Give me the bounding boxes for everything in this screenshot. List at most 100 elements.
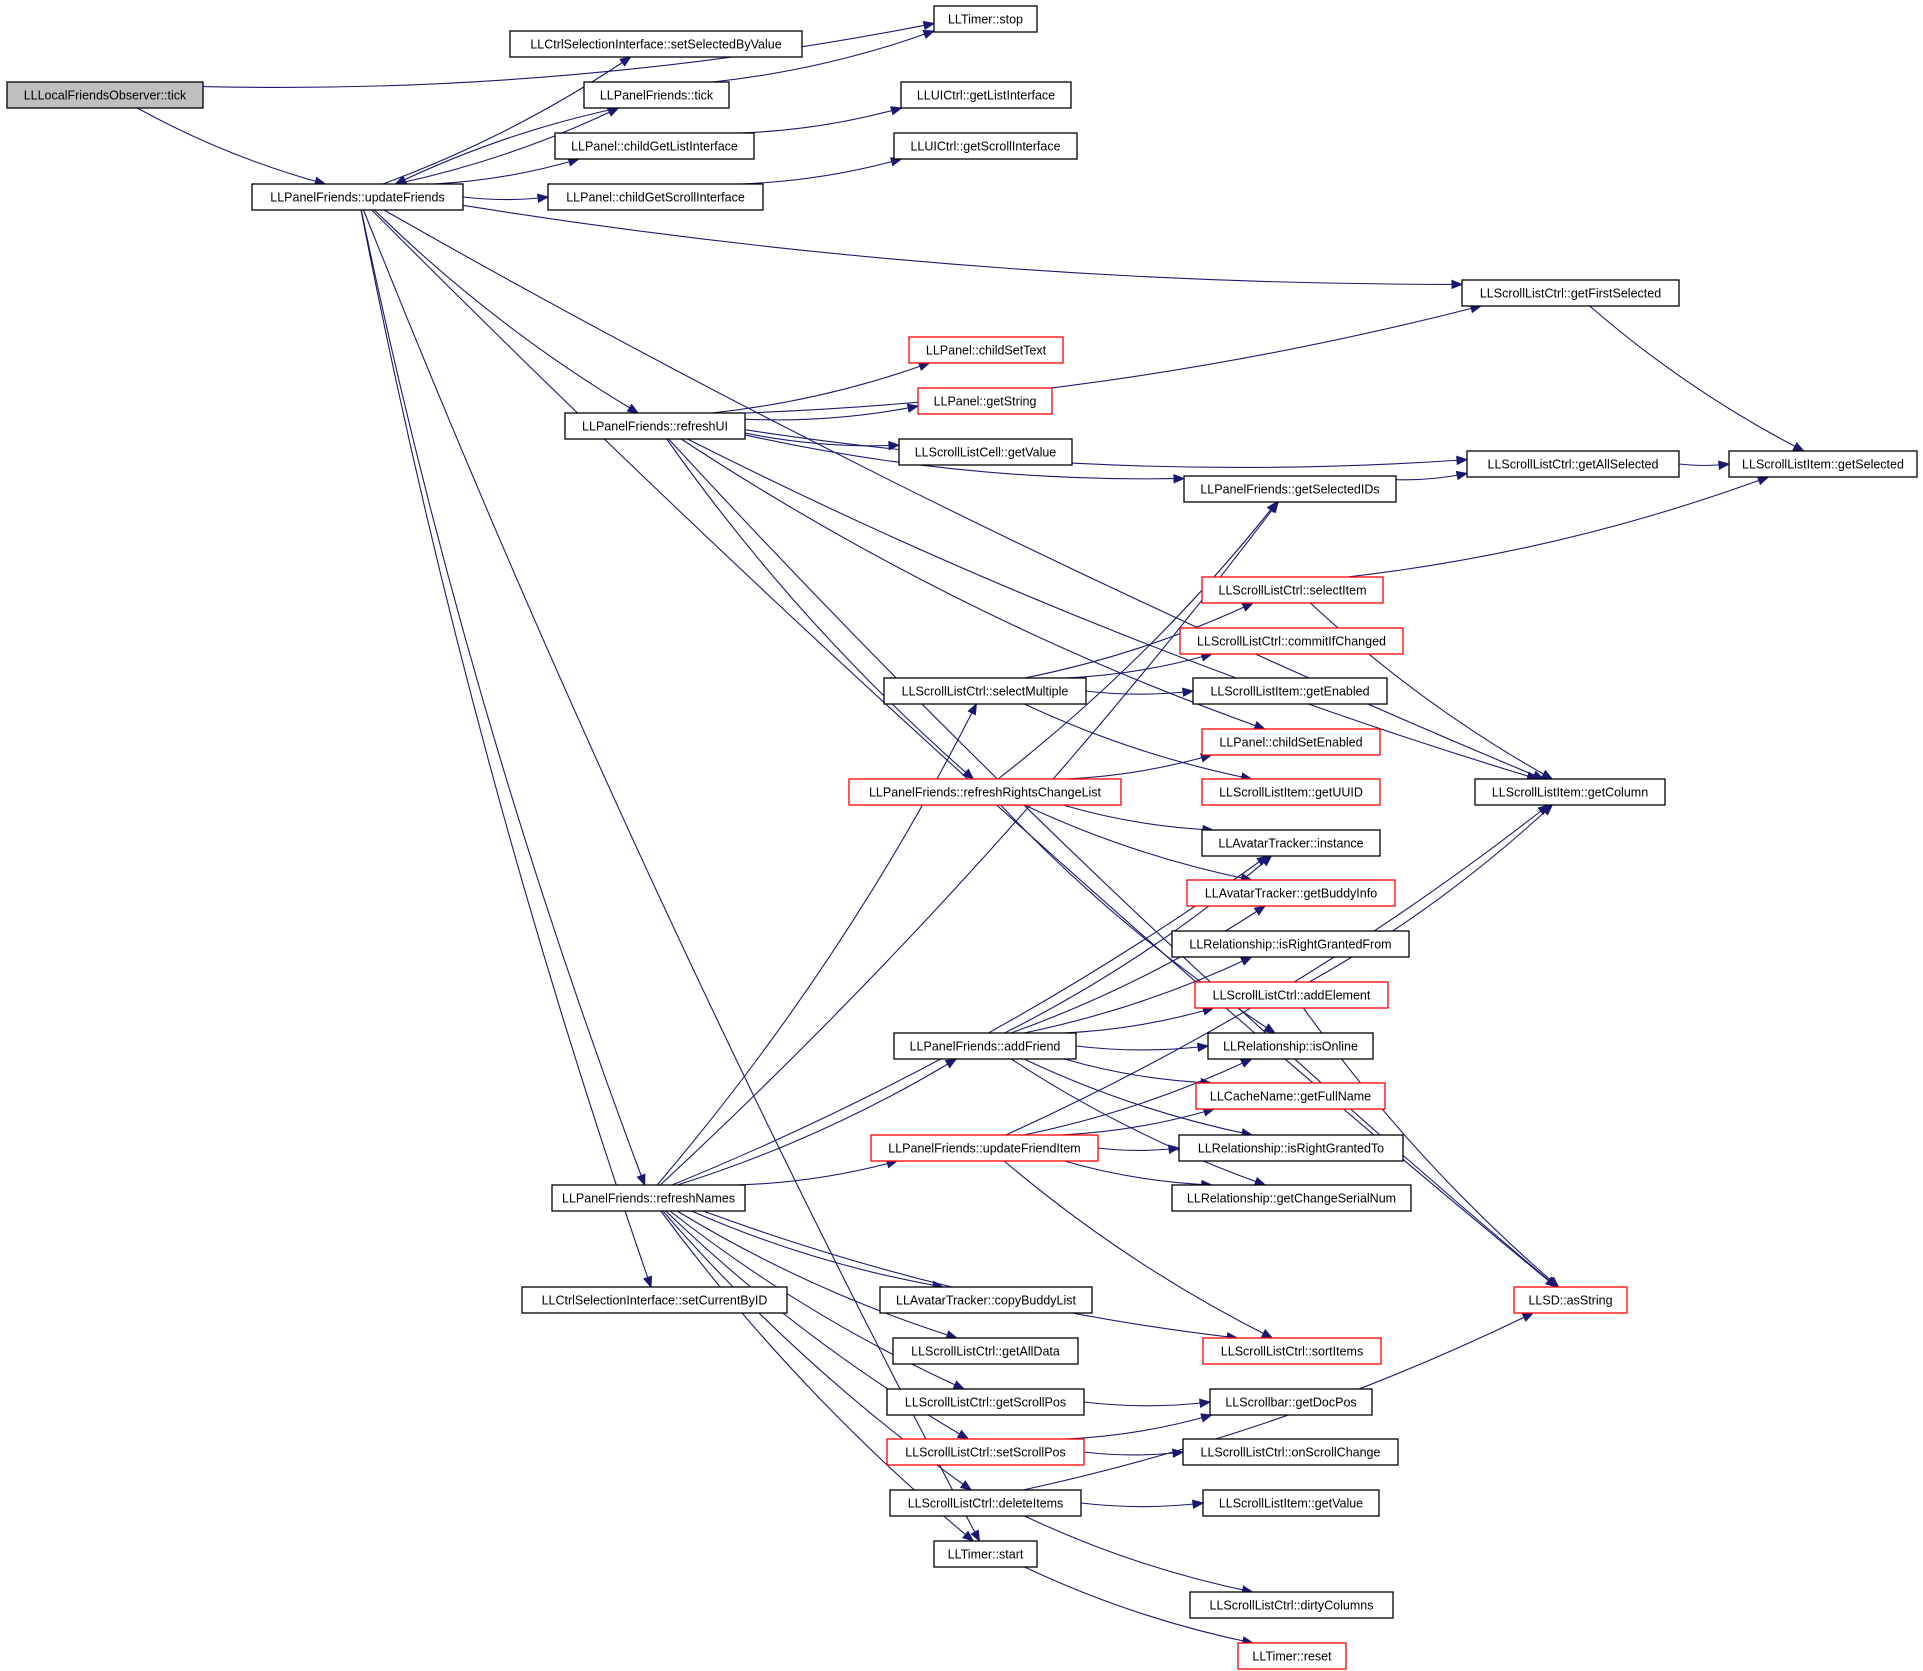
edge-refresh_names-to-copy_buddy xyxy=(691,1210,944,1288)
node-box xyxy=(1466,450,1680,478)
node-delete-items[interactable]: LLScrollListCtrl::deleteItems xyxy=(889,1489,1082,1517)
node-label: LLPanel::childGetScrollInterface xyxy=(566,191,745,205)
node-select-item[interactable]: LLScrollListCtrl::selectItem xyxy=(1201,576,1384,604)
node-add-element[interactable]: LLScrollListCtrl::addElement xyxy=(1194,981,1389,1009)
node-label: LLPanel::childSetText xyxy=(926,344,1047,358)
node-on-scroll-change[interactable]: LLScrollListCtrl::onScrollChange xyxy=(1182,1438,1399,1466)
node-update-friends[interactable]: LLPanelFriends::updateFriends xyxy=(251,183,464,211)
node-cell-getvalue[interactable]: LLScrollListCell::getValue xyxy=(898,438,1073,466)
arrowhead-select_multiple-to-select_item xyxy=(1241,602,1255,612)
node-refresh-rights[interactable]: LLPanelFriends::refreshRightsChangeList xyxy=(848,778,1122,806)
edge-add_friend-to-rel_online xyxy=(1075,1045,1209,1051)
arrowhead-refresh_ui-to-child_set_enabled xyxy=(1253,721,1267,730)
node-box xyxy=(1194,981,1389,1009)
node-box xyxy=(1186,879,1396,907)
node-av-buddyinfo[interactable]: LLAvatarTracker::getBuddyInfo xyxy=(1186,879,1396,907)
node-set-scroll-pos[interactable]: LLScrollListCtrl::setScrollPos xyxy=(886,1438,1085,1466)
node-rel-granted-from[interactable]: LLRelationship::isRightGrantedFrom xyxy=(1171,930,1410,958)
arrowhead-update_friend_item-to-sort_items xyxy=(1260,1329,1274,1339)
node-tick-root[interactable]: LLLocalFriendsObserver::tick xyxy=(6,81,204,109)
node-label: LLScrollListCell::getValue xyxy=(915,446,1057,460)
edge-refresh_rights-to-av_instance xyxy=(1062,804,1214,831)
edge-update_friends-to-p_childgetlist xyxy=(433,158,579,185)
node-box xyxy=(1207,1032,1374,1060)
node-ui-getlist[interactable]: LLUICtrl::getListInterface xyxy=(900,81,1072,109)
edge-update_friend_item-to-rel_online xyxy=(1023,1058,1252,1136)
node-rel-granted-to[interactable]: LLRelationship::isRightGrantedTo xyxy=(1178,1134,1404,1162)
node-item-enabled[interactable]: LLScrollListItem::getEnabled xyxy=(1192,677,1388,705)
node-child-set-text[interactable]: LLPanel::childSetText xyxy=(908,336,1064,364)
node-label: LLPanelFriends::updateFriendItem xyxy=(888,1142,1080,1156)
arrowhead-get_first_sel-to-item_getsel xyxy=(1792,442,1806,452)
node-get-scroll-pos[interactable]: LLScrollListCtrl::getScrollPos xyxy=(886,1388,1085,1416)
node-sb-getdocpos[interactable]: LLScrollbar::getDocPos xyxy=(1209,1388,1373,1416)
edge-refresh_ui-to-llsd_asstring xyxy=(668,438,1558,1288)
node-label: LLRelationship::getChangeSerialNum xyxy=(1187,1192,1396,1206)
node-box xyxy=(917,387,1053,415)
node-set-sel-val[interactable]: LLCtrlSelectionInterface::setSelectedByV… xyxy=(509,30,803,58)
arrowhead-refresh_ui-to-get_string xyxy=(906,403,920,413)
node-timer-start[interactable]: LLTimer::start xyxy=(933,1540,1038,1568)
node-dirty-columns[interactable]: LLScrollListCtrl::dirtyColumns xyxy=(1189,1591,1394,1619)
node-add-friend[interactable]: LLPanelFriends::addFriend xyxy=(893,1032,1077,1060)
node-item-column[interactable]: LLScrollListItem::getColumn xyxy=(1474,778,1666,806)
node-timer-reset[interactable]: LLTimer::reset xyxy=(1237,1642,1347,1670)
edge-refresh_rights-to-get_sel_ids xyxy=(997,501,1278,780)
edge-tick_root-to-update_friends xyxy=(136,107,326,185)
node-refresh-ui[interactable]: LLPanelFriends::refreshUI xyxy=(564,412,746,440)
arrowhead-add_element-to-llsd_asstring xyxy=(1547,1276,1560,1288)
node-box xyxy=(886,1438,1085,1466)
node-set-current-id[interactable]: LLCtrlSelectionInterface::setCurrentByID xyxy=(521,1286,788,1314)
edge-refresh_ui-to-child_set_enabled xyxy=(680,438,1266,730)
node-item-getvalue[interactable]: LLScrollListItem::getValue xyxy=(1202,1489,1380,1517)
node-label: LLPanel::childGetListInterface xyxy=(571,140,738,154)
node-item-uuid[interactable]: LLScrollListItem::getUUID xyxy=(1201,778,1381,806)
node-get-all-data[interactable]: LLScrollListCtrl::getAllData xyxy=(892,1337,1079,1365)
arrowhead-pf_tick-to-timer_stop xyxy=(922,29,936,39)
edge-update_friend_item-to-rel_serial xyxy=(1064,1160,1212,1186)
node-commit-changed[interactable]: LLScrollListCtrl::commitIfChanged xyxy=(1179,627,1404,655)
node-p-childgetscroll[interactable]: LLPanel::childGetScrollInterface xyxy=(547,183,764,211)
node-label: LLScrollListCtrl::deleteItems xyxy=(908,1497,1064,1511)
node-cache-fullname[interactable]: LLCacheName::getFullName xyxy=(1195,1082,1386,1110)
node-refresh-names[interactable]: LLPanelFriends::refreshNames xyxy=(551,1184,746,1212)
node-item-getsel[interactable]: LLScrollListItem::getSelected xyxy=(1728,450,1918,478)
edge-update_friends-to-timer_start xyxy=(363,209,980,1542)
node-timer-stop[interactable]: LLTimer::stop xyxy=(933,5,1038,33)
node-copy-buddy[interactable]: LLAvatarTracker::copyBuddyList xyxy=(879,1286,1093,1314)
edge-update_friends-to-p_childgetscroll xyxy=(462,196,549,201)
arrowhead-refresh_ui-to-cell_getvalue xyxy=(888,440,901,451)
node-label: LLScrollListItem::getSelected xyxy=(1742,458,1904,472)
node-update-friend-item[interactable]: LLPanelFriends::updateFriendItem xyxy=(870,1134,1099,1162)
node-box xyxy=(1202,1489,1380,1517)
edge-add_element-to-item_column xyxy=(1309,804,1553,983)
node-child-set-enabled[interactable]: LLPanel::childSetEnabled xyxy=(1201,728,1381,756)
node-box xyxy=(900,81,1072,109)
edges-layer xyxy=(136,20,1806,1646)
node-get-string[interactable]: LLPanel::getString xyxy=(917,387,1053,415)
node-box xyxy=(870,1134,1099,1162)
node-ui-getscroll[interactable]: LLUICtrl::getScrollInterface xyxy=(893,132,1078,160)
edge-select_multiple-to-commit_changed xyxy=(1064,653,1212,679)
node-get-all-sel[interactable]: LLScrollListCtrl::getAllSelected xyxy=(1466,450,1680,478)
node-box xyxy=(521,1286,788,1314)
arrowhead-select_item-to-item_getsel xyxy=(1756,476,1770,486)
node-box xyxy=(1461,279,1680,307)
node-p-childgetlist[interactable]: LLPanel::childGetListInterface xyxy=(554,132,755,160)
node-label: LLCtrlSelectionInterface::setSelectedByV… xyxy=(530,38,781,52)
node-rel-serial[interactable]: LLRelationship::getChangeSerialNum xyxy=(1171,1184,1412,1212)
node-select-multiple[interactable]: LLScrollListCtrl::selectMultiple xyxy=(883,677,1087,705)
node-pf-tick[interactable]: LLPanelFriends::tick xyxy=(583,81,730,109)
node-llsd-asstring[interactable]: LLSD::asString xyxy=(1513,1286,1628,1314)
node-label: LLScrollListCtrl::getScrollPos xyxy=(905,1396,1066,1410)
node-av-instance[interactable]: LLAvatarTracker::instance xyxy=(1201,829,1381,857)
edge-update_friend_item-to-sort_items xyxy=(1003,1160,1273,1339)
edge-update_friends-to-set_current_id xyxy=(360,209,652,1288)
node-sort-items[interactable]: LLScrollListCtrl::sortItems xyxy=(1202,1337,1382,1365)
node-rel-online[interactable]: LLRelationship::isOnline xyxy=(1207,1032,1374,1060)
node-get-first-sel[interactable]: LLScrollListCtrl::getFirstSelected xyxy=(1461,279,1680,307)
node-get-sel-ids[interactable]: LLPanelFriends::getSelectedIDs xyxy=(1183,475,1397,503)
arrowhead-update_friends-to-refresh_ui xyxy=(626,403,640,414)
node-box xyxy=(1182,1438,1399,1466)
